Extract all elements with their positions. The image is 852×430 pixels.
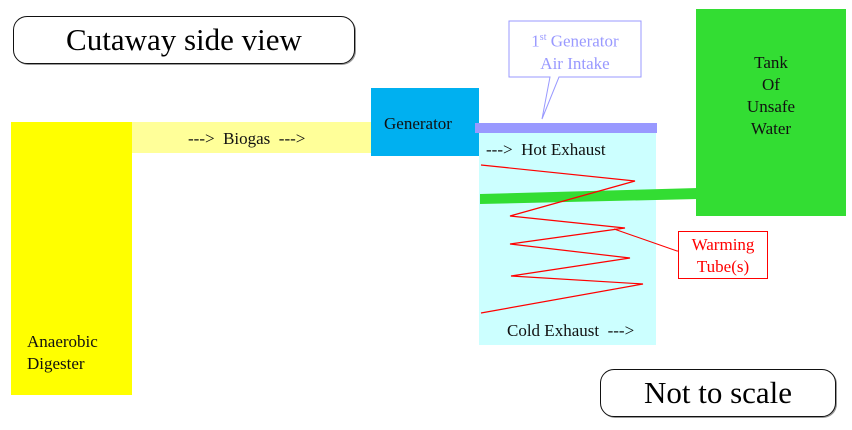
biogas-pipe (132, 122, 371, 153)
tank-label: Tank Of Unsafe Water (696, 52, 846, 140)
warming-tube-pointer (613, 228, 678, 252)
air-intake-ordinal-suffix: st (539, 32, 547, 43)
diagram-title: Cutaway side view (66, 22, 302, 57)
air-intake-line1-rest: Generator (546, 31, 619, 51)
warming-tube-zigzag (480, 164, 644, 314)
scale-note: Not to scale (643, 375, 793, 410)
generator-label: Generator (384, 114, 452, 133)
tank-label-line3: Unsafe (746, 97, 796, 116)
air-intake-line1: 1st Generator (509, 27, 641, 53)
tank-label-line4: Water (750, 119, 792, 138)
hot-exhaust-label: ---> Hot Exhaust (486, 140, 606, 159)
digester-label-line1: Anaerobic (27, 332, 98, 351)
scale-note-callout: Not to scale (600, 369, 836, 417)
water-tank (696, 9, 846, 216)
air-intake-bar (475, 123, 657, 133)
warming-tubes-line2: Tube(s) (696, 257, 750, 276)
warming-tubes-callout: Warming Tube(s) (678, 231, 768, 279)
title-callout: Cutaway side view (13, 16, 355, 64)
air-intake-callout-shape (508, 20, 642, 120)
cold-exhaust-label: Cold Exhaust ---> (507, 321, 635, 340)
digester-label-line2: Digester (27, 354, 85, 373)
water-pipe (480, 188, 698, 204)
air-intake-line2: Air Intake (540, 53, 610, 73)
biogas-label: ---> Biogas ---> (188, 129, 306, 148)
warming-tubes-line1: Warming (691, 235, 755, 254)
tank-label-line1: Tank (754, 53, 788, 72)
air-intake-ordinal: 1 (531, 31, 540, 51)
digester-label: Anaerobic Digester (27, 331, 98, 375)
anaerobic-digester (11, 122, 132, 395)
tank-label-line2: Of (762, 75, 780, 94)
air-intake-label: 1st Generator Air Intake (509, 27, 641, 75)
generator-box (371, 88, 479, 156)
exhaust-chamber (479, 131, 656, 345)
